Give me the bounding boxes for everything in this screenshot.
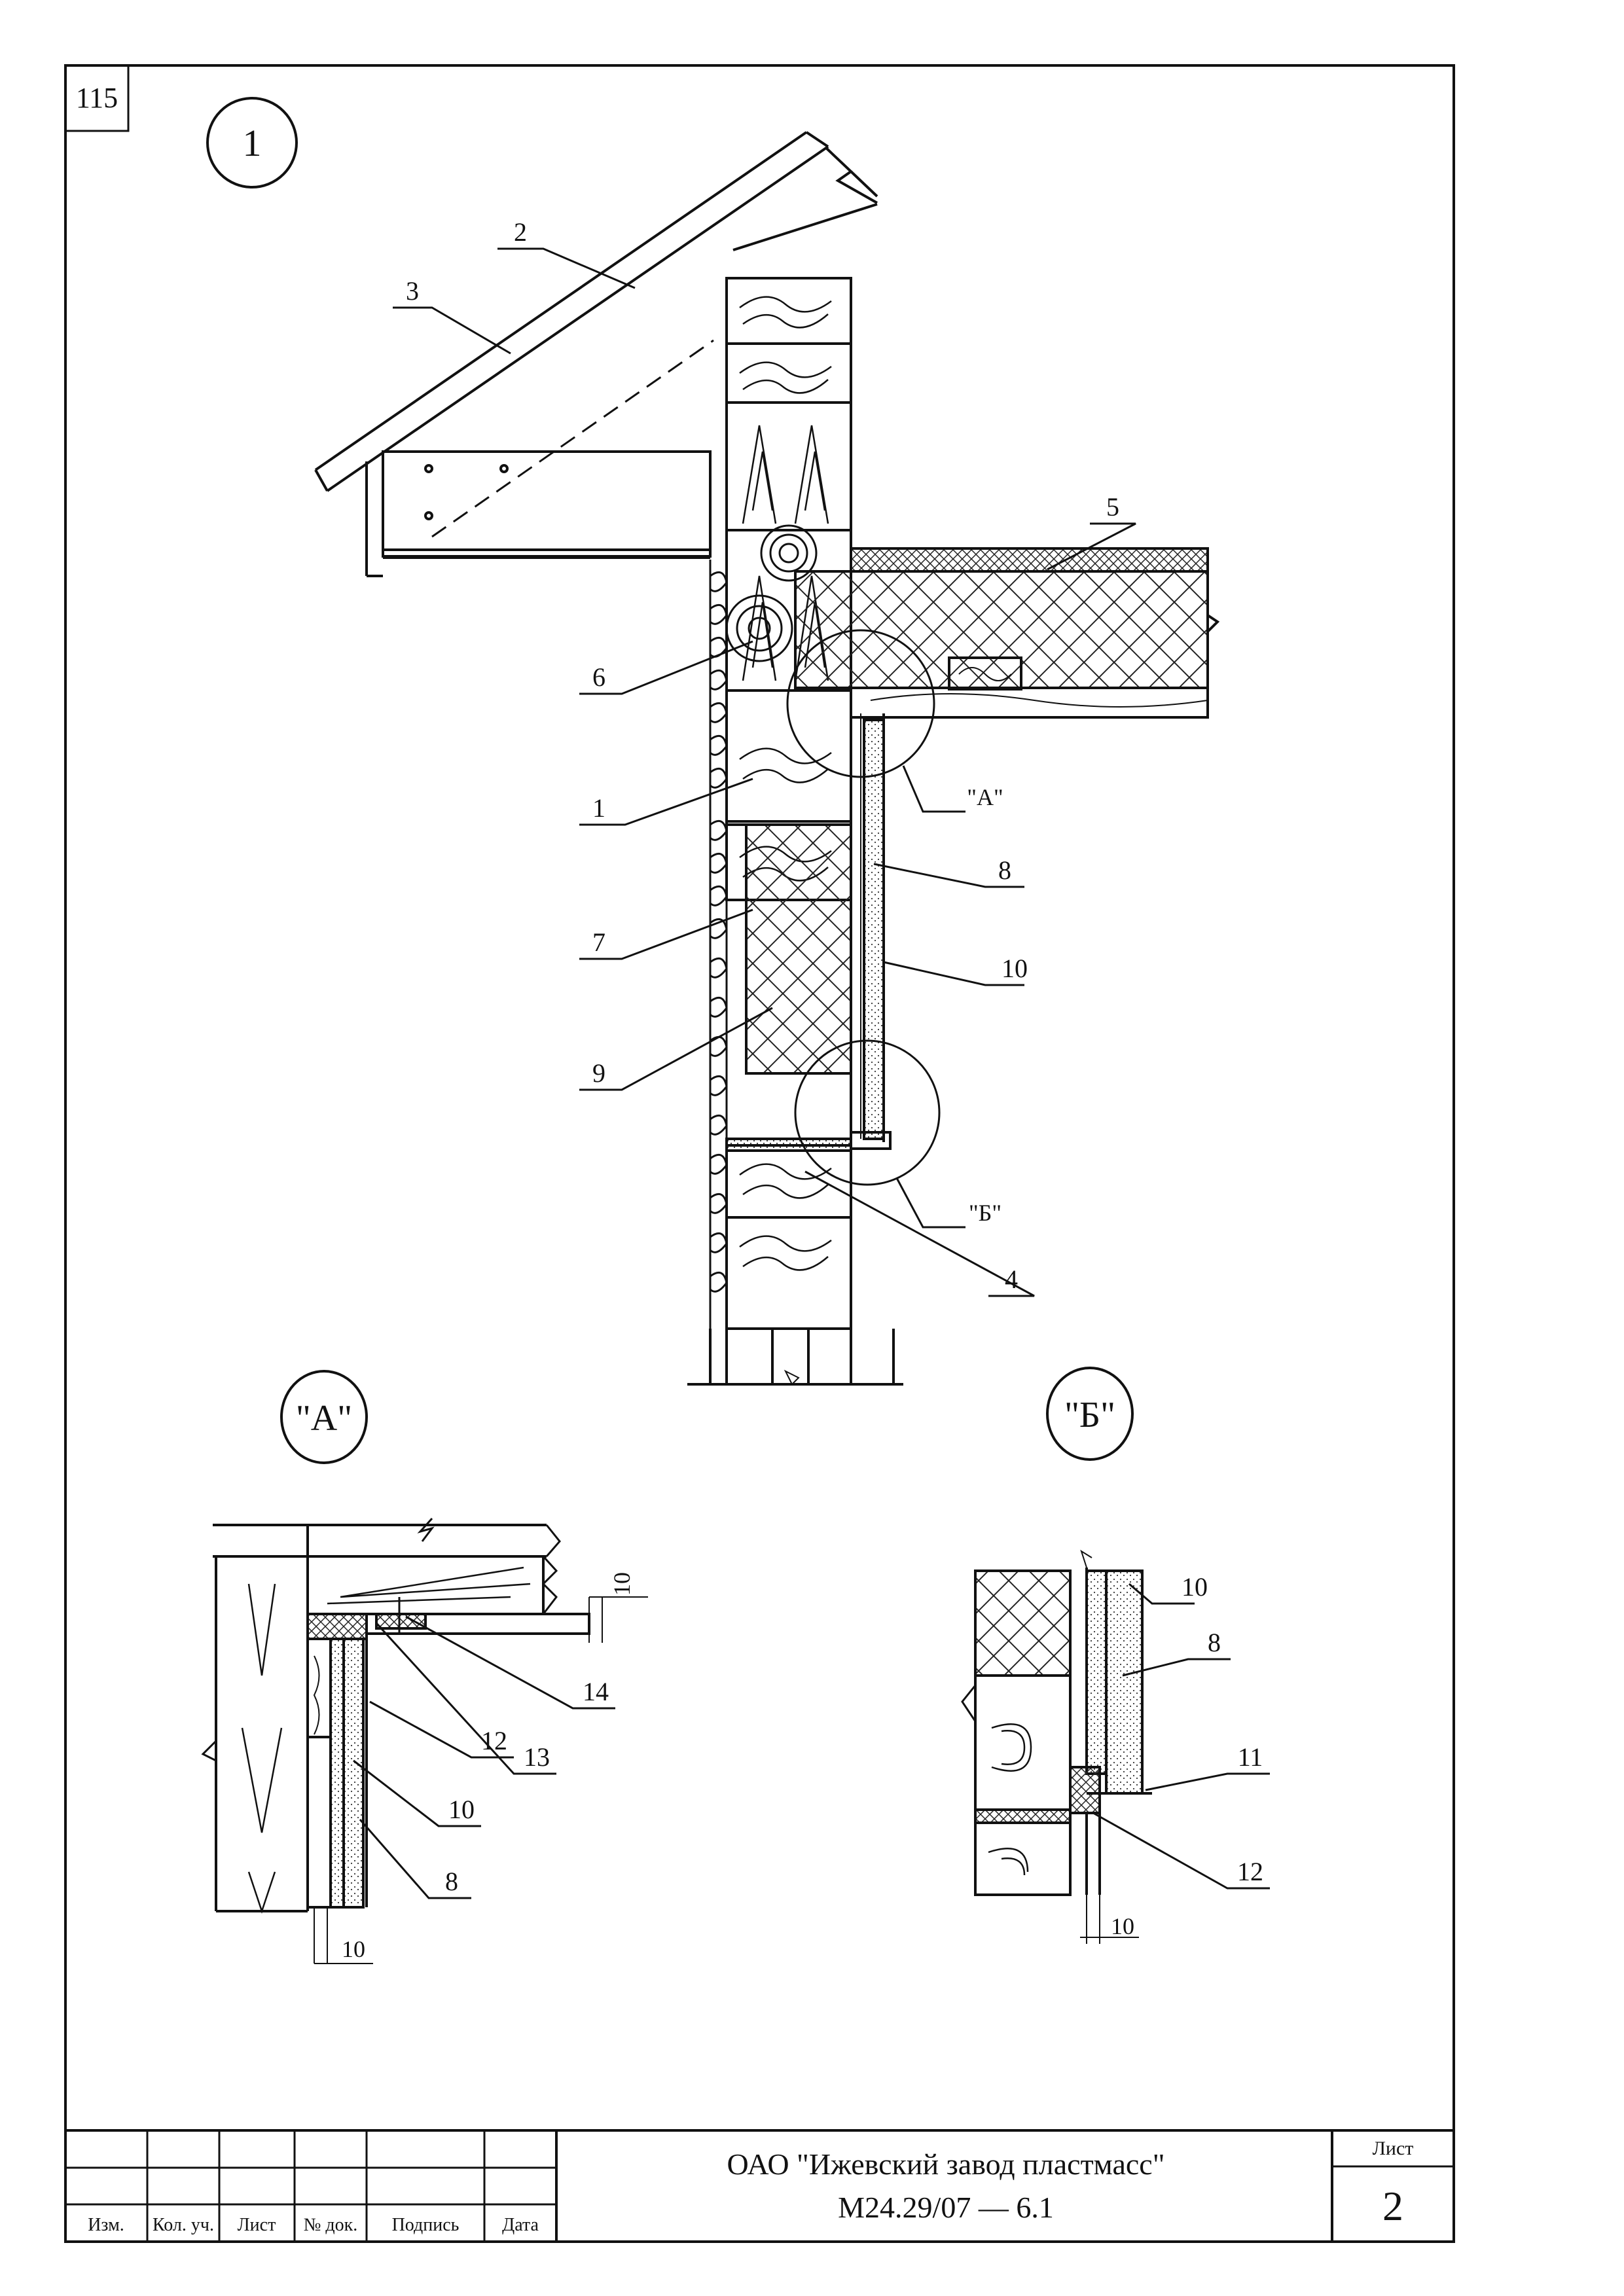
callout-7: 7 bbox=[592, 927, 605, 957]
detail-b-circle bbox=[794, 1039, 941, 1186]
detail-b-dim: 10 bbox=[1111, 1913, 1134, 1939]
facade-cladding bbox=[709, 560, 728, 1329]
sheet-number: 2 bbox=[1382, 2183, 1403, 2229]
roof-rafter bbox=[314, 131, 878, 492]
detail-b-title-oval bbox=[1046, 1367, 1134, 1461]
main-callout-labels: 1 2 3 4 5 6 7 8 9 10 "А" "Б" bbox=[406, 217, 1119, 1294]
detail-b-callout-12: 12 bbox=[1237, 1857, 1263, 1886]
detail-a: "А" bbox=[201, 1370, 648, 1964]
detail-a-callout-8: 8 bbox=[445, 1867, 458, 1896]
detail-a-labels: 14 13 12 10 8 10 10 bbox=[342, 1572, 635, 1962]
detail-a-title: "А" bbox=[296, 1398, 352, 1439]
section-marker-circle bbox=[206, 97, 298, 188]
detail-a-callout-10: 10 bbox=[448, 1795, 475, 1824]
detail-b-callout-11: 11 bbox=[1238, 1742, 1263, 1772]
callout-10: 10 bbox=[1001, 954, 1028, 983]
detail-b: "Б" bbox=[961, 1367, 1270, 1944]
document-code: М24.29/07 — 6.1 bbox=[838, 2191, 1054, 2224]
sheet-label: Лист bbox=[1373, 2138, 1414, 2159]
detail-a-callout-14: 14 bbox=[583, 1677, 609, 1706]
callout-8: 8 bbox=[998, 855, 1011, 885]
window-unit bbox=[725, 694, 892, 1152]
callout-detail-b: "Б" bbox=[969, 1200, 1001, 1226]
main-leaders bbox=[393, 247, 1136, 1297]
callout-1: 1 bbox=[592, 793, 605, 823]
callout-9: 9 bbox=[592, 1058, 605, 1088]
sheet-frame bbox=[64, 64, 1455, 2243]
callout-5: 5 bbox=[1106, 492, 1119, 522]
detail-a-title-oval bbox=[280, 1370, 368, 1464]
callout-6: 6 bbox=[592, 662, 605, 692]
floor-slab bbox=[794, 547, 1220, 719]
page-number: 115 bbox=[76, 82, 118, 114]
page-number-box bbox=[64, 64, 130, 132]
detail-b-labels: 10 8 11 12 10 bbox=[1111, 1572, 1263, 1939]
title-block-text: Изм. Кол. уч. Лист № док. Подпись Дата О… bbox=[88, 2138, 1413, 2235]
detail-b-callout-8: 8 bbox=[1208, 1628, 1221, 1657]
detail-a-leaders bbox=[353, 1615, 615, 1899]
eave-box bbox=[365, 339, 714, 577]
section-marker-label: 1 bbox=[243, 122, 262, 164]
organization-name: ОАО "Ижевский завод пластмасс" bbox=[727, 2147, 1164, 2181]
detail-b-callout-10: 10 bbox=[1182, 1572, 1208, 1602]
detail-a-callout-12: 12 bbox=[481, 1726, 507, 1755]
callout-detail-a: "А" bbox=[967, 784, 1003, 810]
col-signature: Подпись bbox=[392, 2215, 460, 2235]
title-block bbox=[64, 2129, 1455, 2243]
detail-b-title: "Б" bbox=[1064, 1395, 1115, 1435]
main-section: 1 2 3 4 5 6 7 8 9 10 "А" "Б" bbox=[314, 131, 1220, 1386]
col-kol-uch: Кол. уч. bbox=[153, 2215, 214, 2235]
col-date: Дата bbox=[502, 2215, 539, 2235]
col-izm: Изм. bbox=[88, 2215, 124, 2235]
round-logs bbox=[725, 524, 818, 662]
col-doc-no: № док. bbox=[304, 2215, 358, 2235]
callout-4: 4 bbox=[1005, 1265, 1018, 1294]
detail-a-circle bbox=[786, 629, 935, 778]
detail-b-leaders bbox=[1092, 1583, 1270, 1890]
callout-2: 2 bbox=[514, 217, 527, 247]
detail-a-callout-13: 13 bbox=[524, 1742, 550, 1772]
detail-a-dim-top: 10 bbox=[609, 1572, 635, 1596]
col-list: Лист bbox=[238, 2215, 276, 2235]
detail-a-dim-bottom: 10 bbox=[342, 1936, 365, 1962]
callout-3: 3 bbox=[406, 276, 419, 306]
